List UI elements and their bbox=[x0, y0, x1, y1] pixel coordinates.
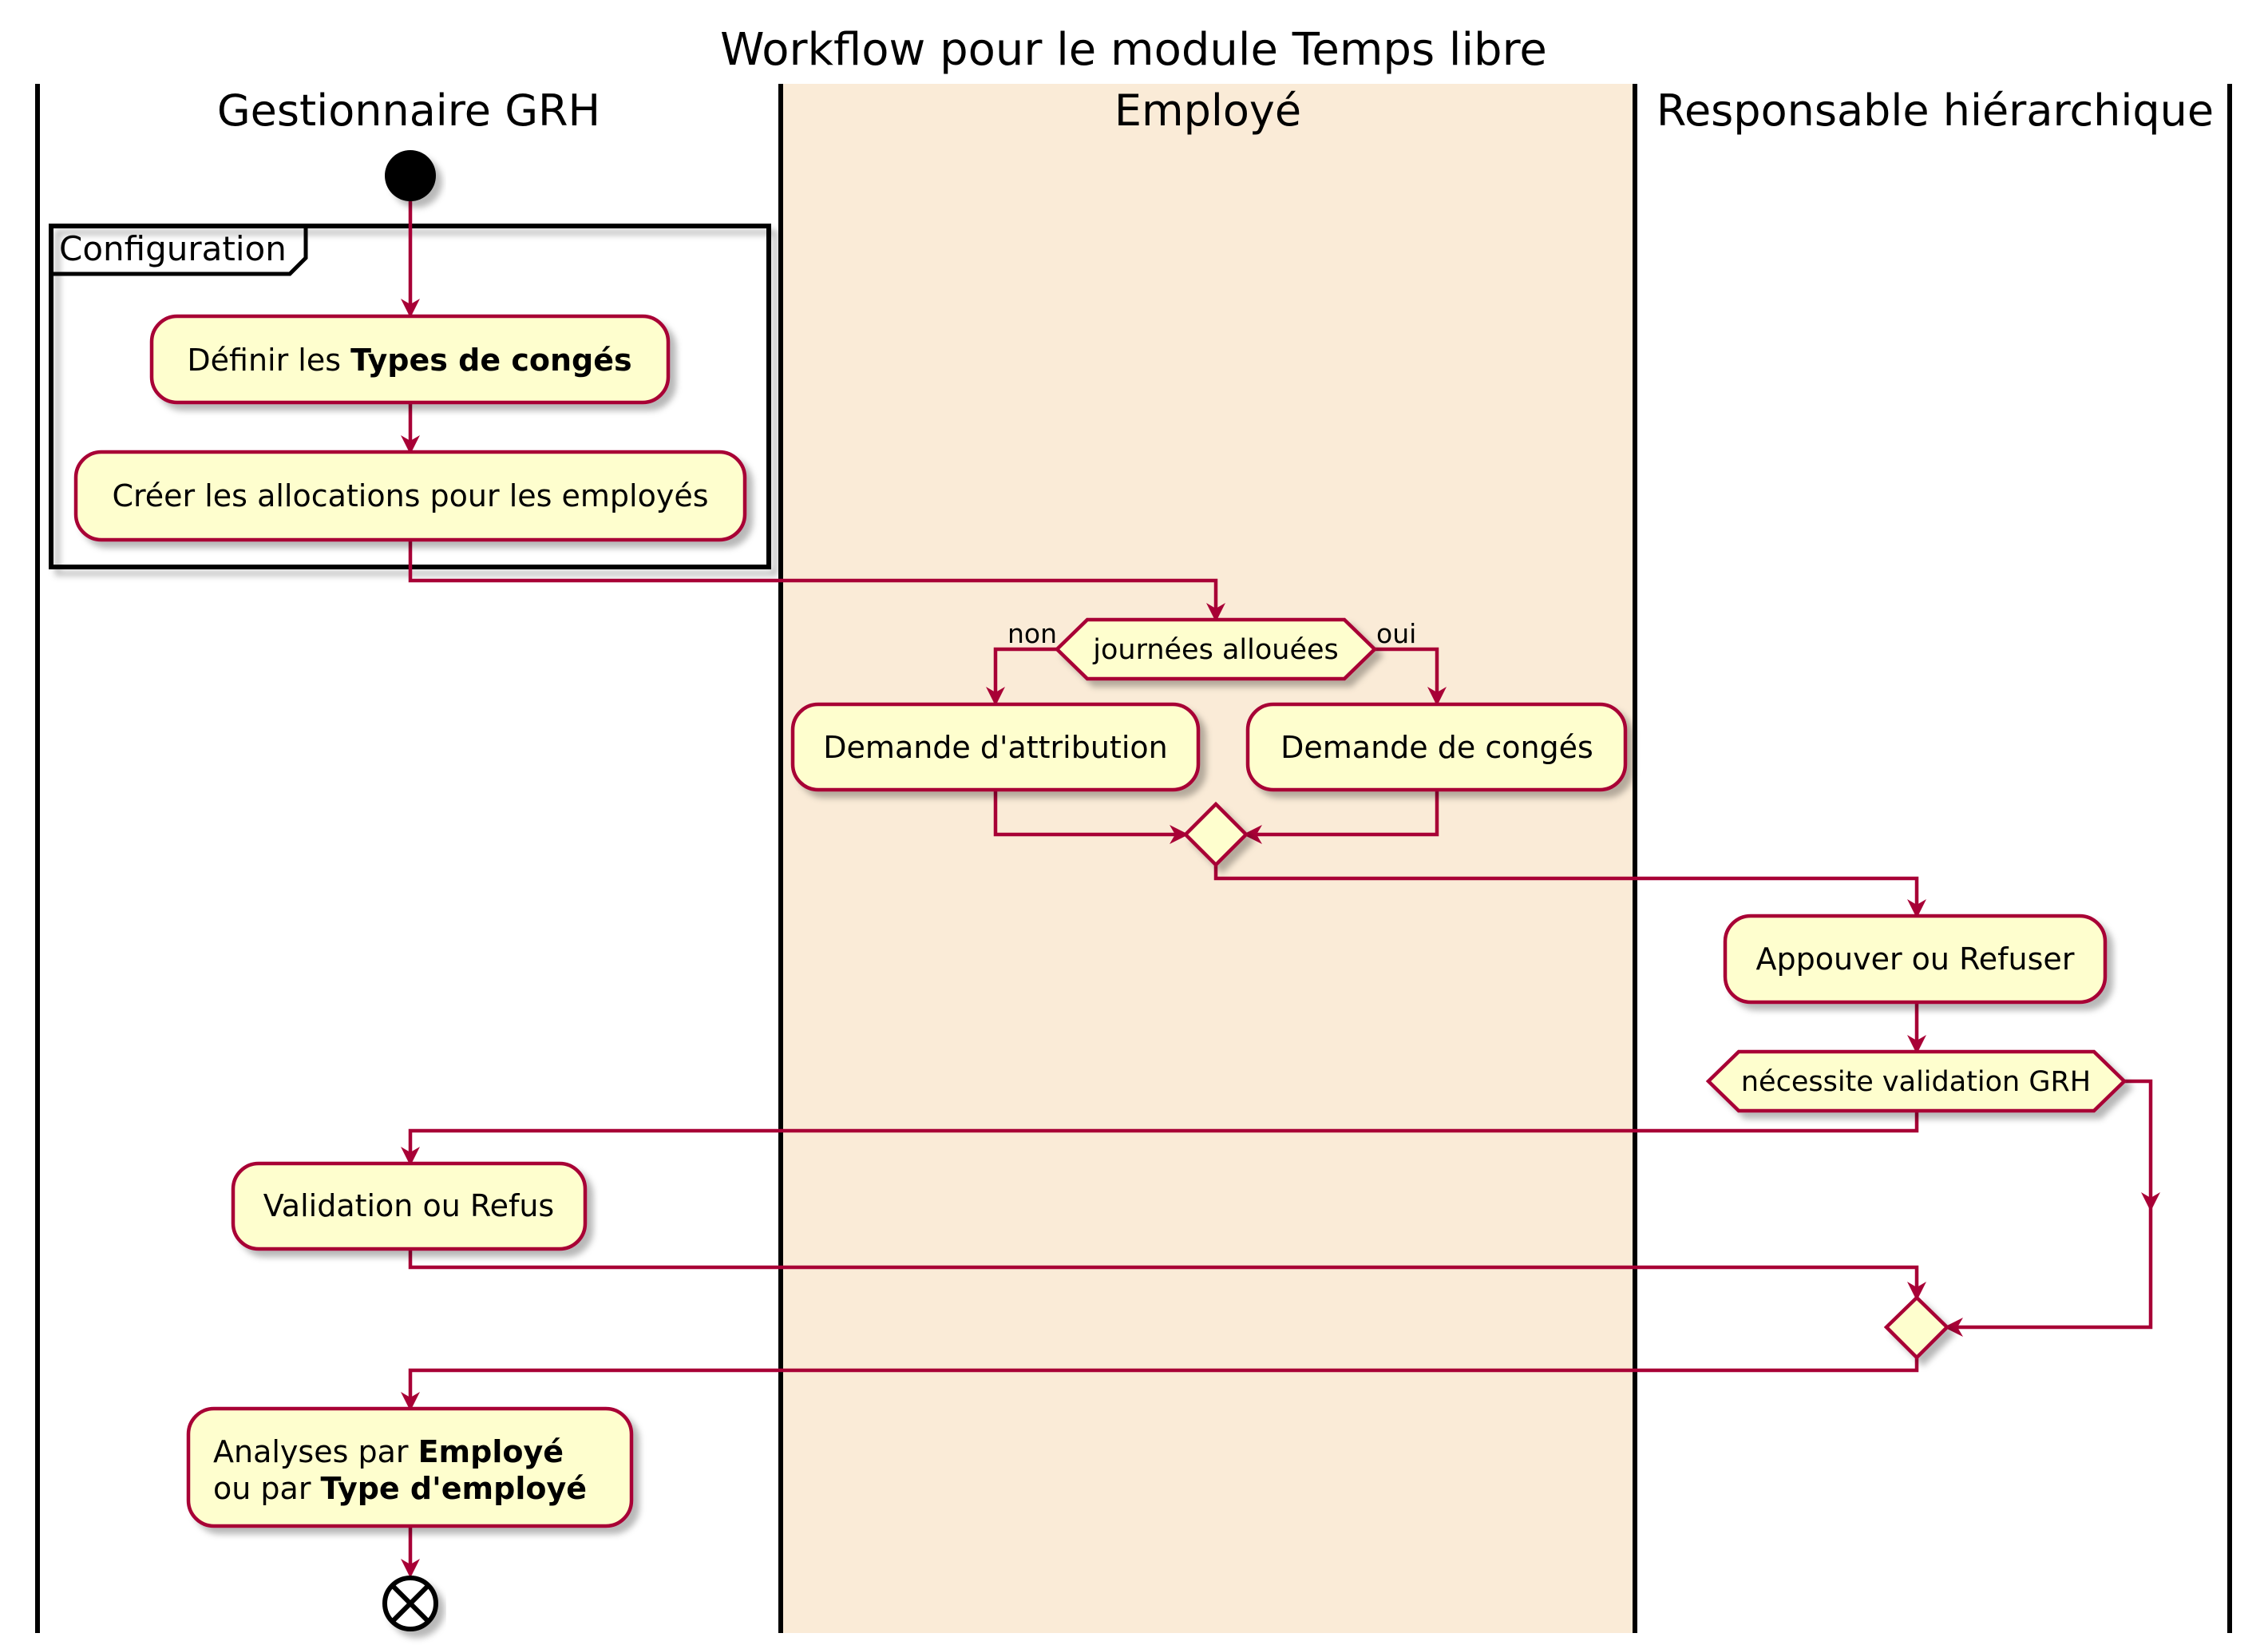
lane-separators bbox=[35, 84, 2232, 1633]
merge-node-responsable bbox=[1883, 1294, 1950, 1361]
lane-title-gestionnaire-grh: Gestionnaire GRH bbox=[217, 85, 600, 136]
flow-arrow bbox=[401, 1358, 1919, 1411]
flow-arrow bbox=[2124, 1079, 2160, 1211]
end-node-icon bbox=[382, 1576, 438, 1631]
diagram-title: Workflow pour le module Temps libre bbox=[720, 24, 1547, 76]
activity-text: Validation ou Refus bbox=[263, 1188, 554, 1223]
decision-label: journées allouées bbox=[1092, 634, 1339, 666]
activity-creer-allocations: Créer les allocations pour les employés bbox=[73, 450, 747, 542]
activity-text: ou par bbox=[213, 1471, 321, 1506]
svg-text:Analyses par Employé: Analyses par Employé bbox=[213, 1434, 564, 1469]
flow-arrow bbox=[408, 540, 1225, 622]
configuration-tab bbox=[51, 226, 308, 276]
activity-approuver-refuser: Appouver ou Refuser bbox=[1723, 914, 2108, 1005]
merge-node-employe bbox=[1182, 801, 1249, 868]
flow-arrow bbox=[401, 1112, 1919, 1166]
activity-bold-text: Type d'employé bbox=[321, 1471, 587, 1506]
activity-text: Créer les allocations pour les employés bbox=[112, 478, 708, 513]
activity-bold-text: Employé bbox=[418, 1434, 564, 1469]
flow-arrow bbox=[993, 791, 1189, 844]
activity-validation-refus: Validation ou Refus bbox=[231, 1161, 588, 1251]
activity-analyses: Analyses par Employé ou par Type d'emplo… bbox=[186, 1406, 634, 1528]
configuration-label: Configuration bbox=[59, 229, 287, 268]
activity-text: Analyses par bbox=[213, 1434, 418, 1469]
flow-arrow bbox=[1944, 1208, 2153, 1337]
branch-label-non: non bbox=[1007, 618, 1057, 649]
activity-text: Demande de congés bbox=[1280, 730, 1593, 765]
flow-arrow bbox=[1243, 791, 1439, 844]
activity-demande-conges: Demande de congés bbox=[1245, 702, 1628, 792]
activity-text: Demande d'attribution bbox=[823, 730, 1167, 765]
decision-label: nécessite validation GRH bbox=[1741, 1066, 2091, 1098]
activity-definir-types-conges: Définir les Types de congés bbox=[149, 314, 671, 405]
flow-arrow bbox=[1375, 647, 1447, 706]
activity-text: Définir les bbox=[187, 343, 350, 378]
decision-journees-allouees: journées allouées non oui bbox=[1007, 617, 1416, 681]
branch-label-oui: oui bbox=[1376, 618, 1416, 649]
svg-text:ou par Type d'employé: ou par Type d'employé bbox=[213, 1471, 587, 1506]
svg-text:Définir les Types de congés: Définir les Types de congés bbox=[187, 343, 631, 378]
activity-bold-text: Types de congés bbox=[350, 343, 631, 378]
lane-title-responsable-hierarchique: Responsable hiérarchique bbox=[1656, 85, 2214, 136]
flow-arrow bbox=[986, 647, 1057, 706]
start-node-icon bbox=[385, 150, 436, 201]
flow-lines bbox=[401, 201, 2160, 1578]
activity-text: Appouver ou Refuser bbox=[1756, 941, 2075, 977]
lane-title-employe: Employé bbox=[1114, 85, 1301, 136]
flow-arrow bbox=[1213, 865, 1926, 918]
decision-validation-grh: nécessite validation GRH bbox=[1705, 1049, 2127, 1113]
activity-demande-attribution: Demande d'attribution bbox=[790, 702, 1201, 792]
flow-arrow bbox=[408, 1250, 1926, 1301]
